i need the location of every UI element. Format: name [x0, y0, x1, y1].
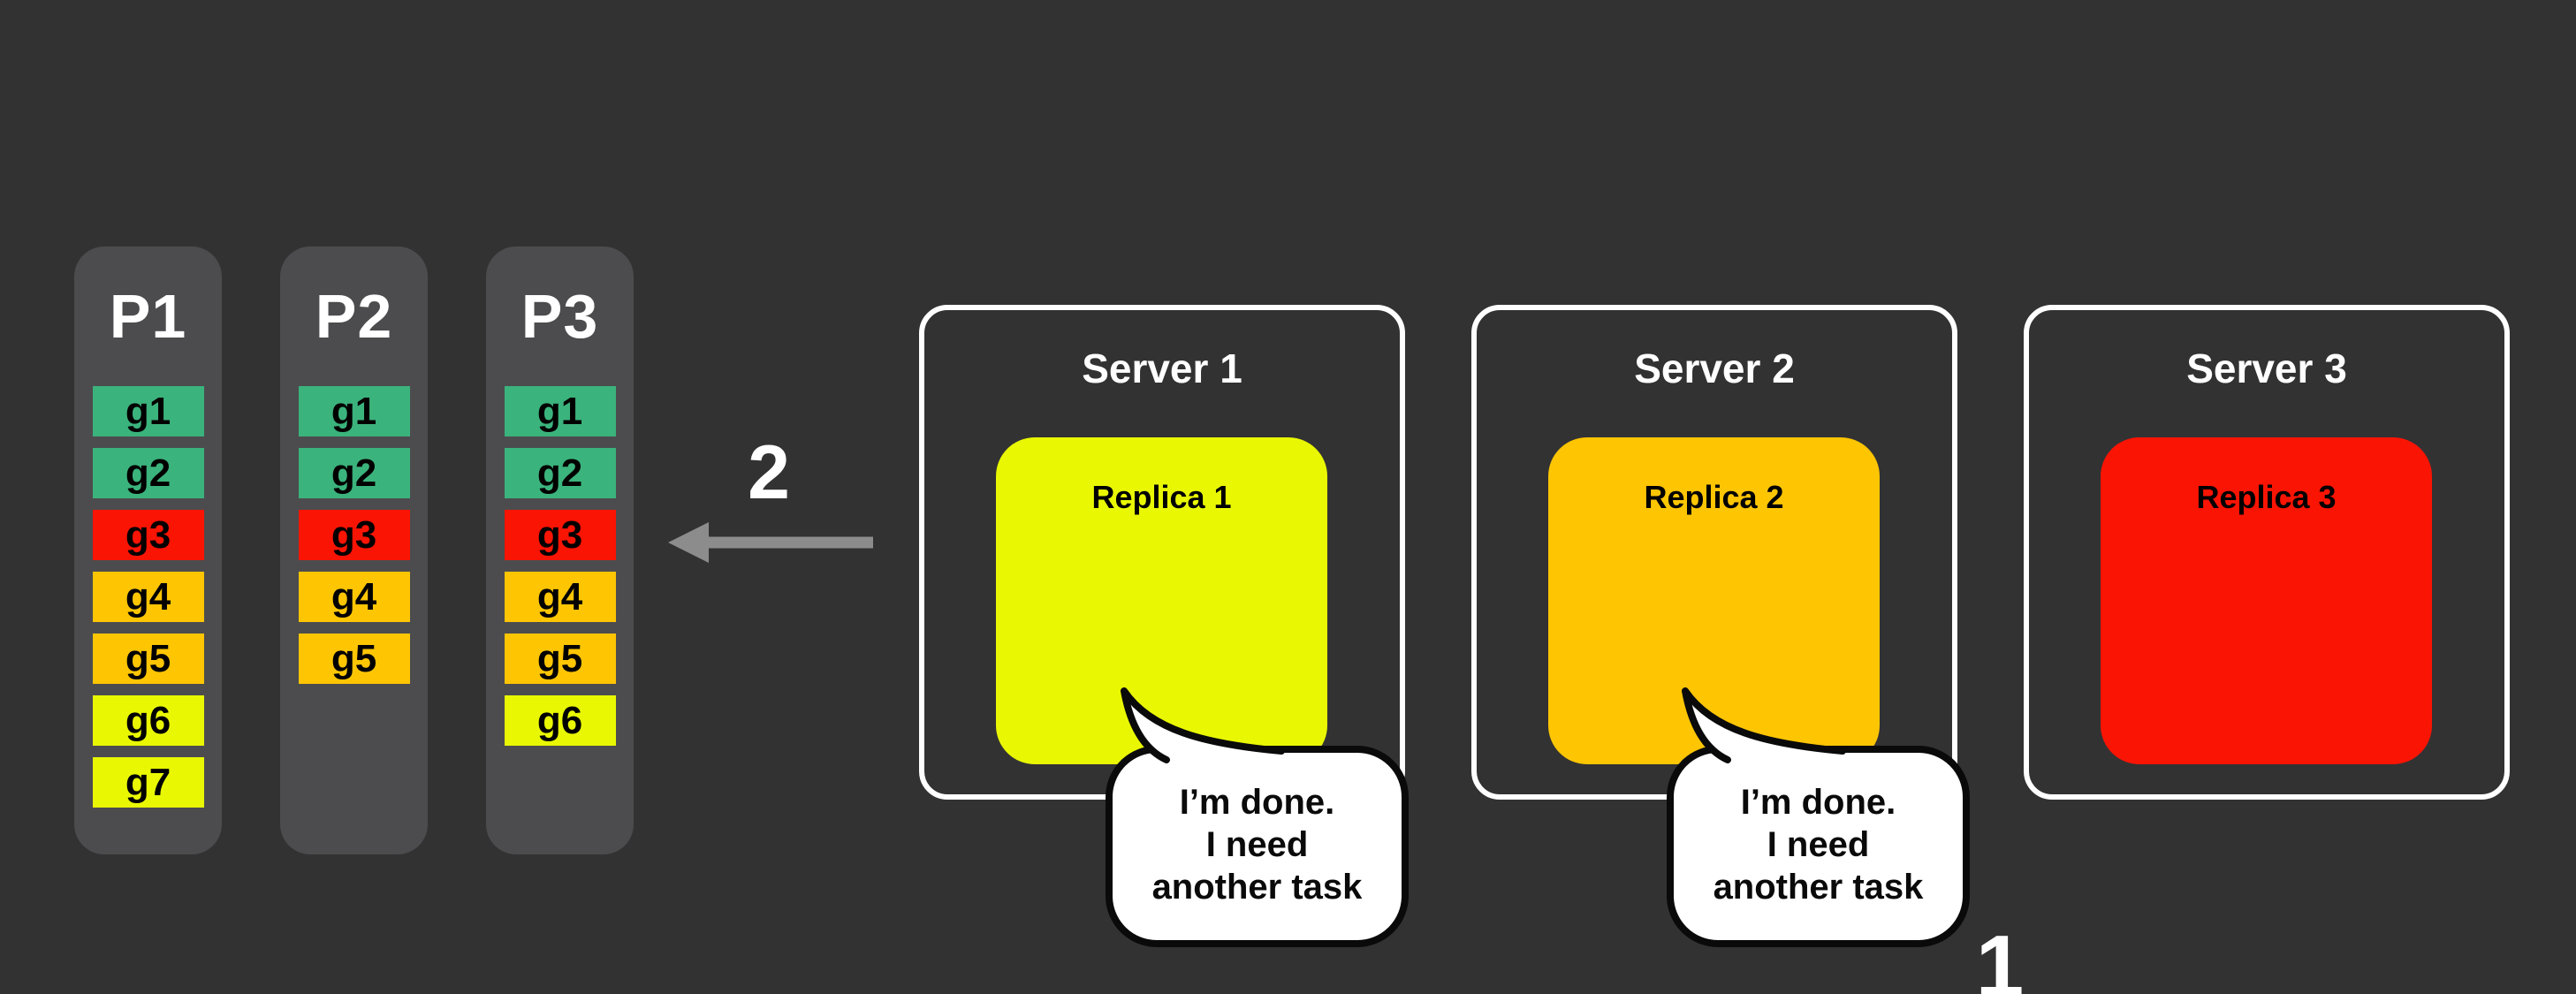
task-box-g1: g1 — [504, 386, 616, 436]
speech-text: I’m done. I need another task — [1713, 783, 1924, 907]
assign-arrow-icon — [668, 522, 873, 563]
task-box-g2: g2 — [92, 448, 204, 498]
task-box-g3: g3 — [92, 510, 204, 560]
partition-title: P3 — [521, 282, 599, 351]
partition-p1: P1 g1 g2 g3 g4 g5 g6 g7 — [74, 247, 222, 854]
partition-p2: P2 g1 g2 g3 g4 g5 — [280, 247, 428, 854]
arrow-shaft — [703, 536, 873, 549]
task-box-g7: g7 — [92, 757, 204, 808]
task-list: g1 g2 g3 g4 g5 — [280, 386, 428, 684]
replica-label: Replica 3 — [2196, 479, 2337, 515]
step-2-label: 2 — [748, 430, 790, 515]
speech-bubble-server2: I’m done. I need another task — [1662, 677, 1973, 951]
replica-1-box: Replica 1 — [996, 437, 1327, 764]
replica-3-box: Replica 3 — [2101, 437, 2432, 764]
speech-text: I’m done. I need another task — [1151, 783, 1363, 907]
server-1-box: Server 1 Replica 1 — [919, 305, 1405, 800]
task-list: g1 g2 g3 g4 g5 g6 — [486, 386, 634, 746]
task-box-g1: g1 — [92, 386, 204, 436]
replica-2-box: Replica 2 — [1548, 437, 1880, 764]
task-box-g1: g1 — [298, 386, 410, 436]
partition-title: P2 — [315, 282, 393, 351]
server-3-box: Server 3 Replica 3 — [2024, 305, 2510, 800]
replica-label: Replica 1 — [1091, 479, 1232, 515]
arrow-head — [668, 522, 709, 563]
speech-bubble-server1: I’m done. I need another task — [1101, 677, 1412, 951]
task-box-g6: g6 — [504, 695, 616, 746]
task-list: g1 g2 g3 g4 g5 g6 g7 — [74, 386, 222, 808]
task-box-g5: g5 — [504, 634, 616, 684]
task-box-g4: g4 — [92, 572, 204, 622]
task-box-g4: g4 — [298, 572, 410, 622]
speech-bubble-tail-outline — [1682, 687, 1846, 763]
task-box-g3: g3 — [298, 510, 410, 560]
task-box-g3: g3 — [504, 510, 616, 560]
server-title: Server 1 — [1082, 345, 1242, 391]
task-box-g5: g5 — [298, 634, 410, 684]
replica-label: Replica 2 — [1644, 479, 1784, 515]
speech-bubble-tail-outline — [1121, 687, 1285, 763]
step-1-label: 1 — [1975, 917, 2025, 994]
partition-title: P1 — [109, 282, 187, 351]
partition-p3: P3 g1 g2 g3 g4 g5 g6 — [486, 247, 634, 854]
server-title: Server 2 — [1634, 345, 1795, 391]
task-box-g2: g2 — [504, 448, 616, 498]
task-box-g2: g2 — [298, 448, 410, 498]
task-box-g4: g4 — [504, 572, 616, 622]
task-box-g5: g5 — [92, 634, 204, 684]
task-box-g6: g6 — [92, 695, 204, 746]
server-title: Server 3 — [2186, 345, 2347, 391]
